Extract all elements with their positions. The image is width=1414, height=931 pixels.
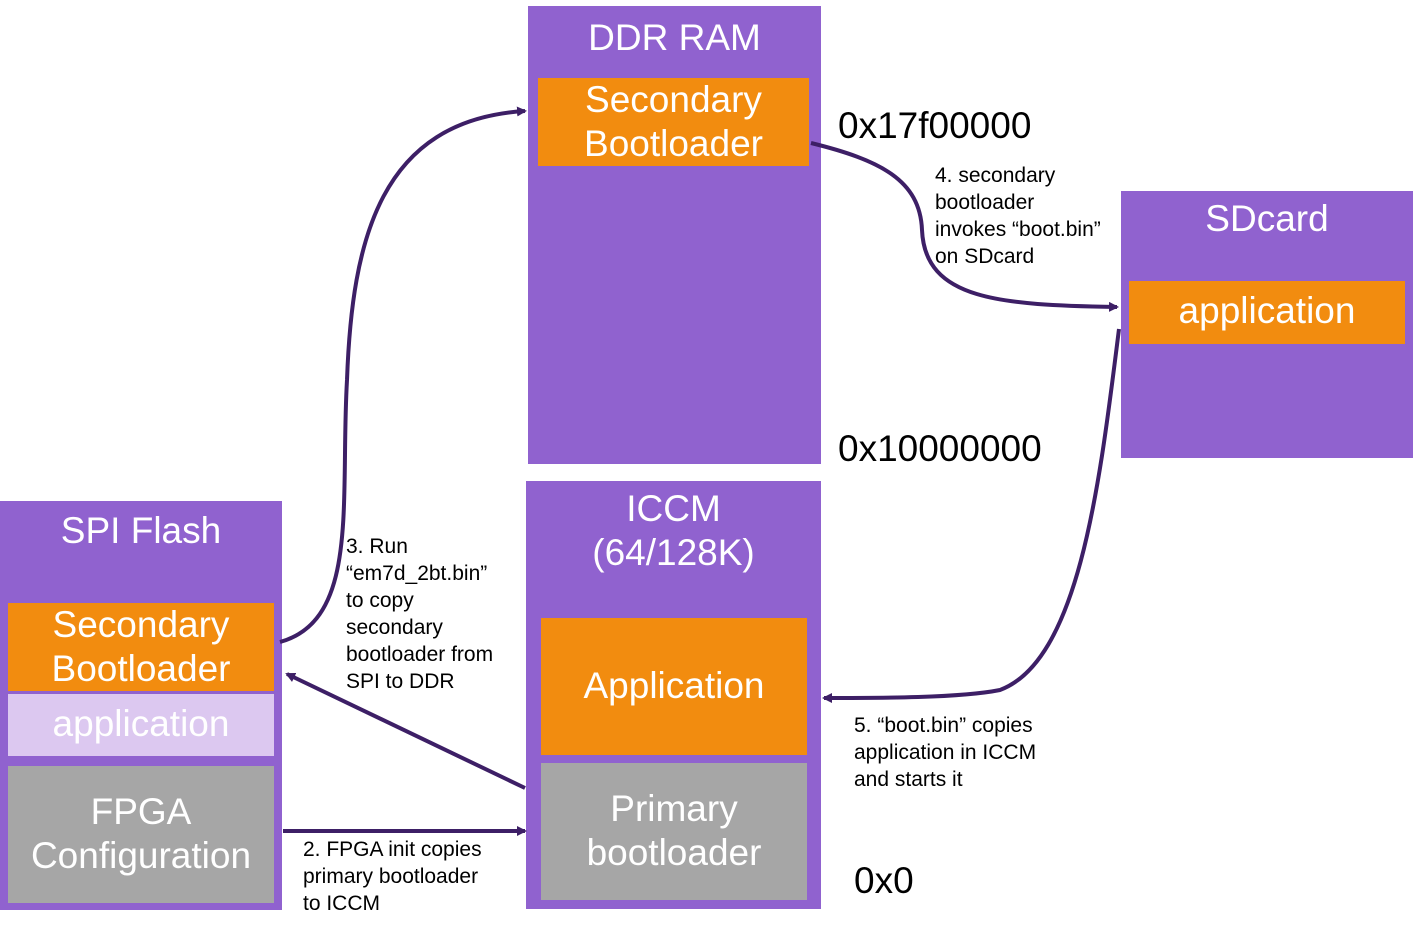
- spi-fpga-configuration-label: FPGA Configuration: [30, 791, 252, 877]
- spi-flash-block: SPI Flash Secondary Bootloader applicati…: [0, 501, 282, 910]
- sdcard-title: SDcard: [1205, 198, 1329, 239]
- ddr-secondary-bootloader: Secondary Bootloader: [538, 78, 809, 166]
- spi-application-label: application: [52, 703, 230, 744]
- address-0x17f00000: 0x17f00000: [838, 105, 1032, 146]
- spi-flash-title: SPI Flash: [60, 510, 222, 551]
- sdcard-block: SDcard application: [1121, 191, 1413, 458]
- step-5-note: 5. “boot.bin” copies application in ICCM…: [854, 714, 1037, 791]
- step-2-note: 2. FPGA init copies primary bootloader t…: [303, 838, 482, 915]
- spi-secondary-bootloader: Secondary Bootloader: [8, 603, 274, 691]
- iccm-primary-bootloader: Primary bootloader: [541, 763, 807, 900]
- arrow-iccm-to-spi: [285, 672, 526, 790]
- spi-fpga-configuration: FPGA Configuration: [8, 766, 274, 903]
- arrow-step-5: [822, 328, 1121, 703]
- arrow-step-4: [810, 141, 1119, 312]
- iccm-primary-bootloader-label: Primary bootloader: [586, 788, 762, 874]
- address-0x0: 0x0: [854, 860, 914, 901]
- ddr-secondary-bootloader-label: Secondary Bootloader: [584, 79, 763, 165]
- ddr-ram-title: DDR RAM: [588, 17, 761, 58]
- step-4-note: 4. secondary bootloader invokes “boot.bi…: [935, 164, 1101, 268]
- ddr-ram-block: DDR RAM Secondary Bootloader: [528, 6, 821, 464]
- spi-application: application: [8, 694, 274, 756]
- spi-secondary-bootloader-label: Secondary Bootloader: [51, 604, 231, 690]
- arrow-step-3: [279, 106, 527, 644]
- sdcard-application-label: application: [1178, 290, 1356, 331]
- sdcard-application: application: [1129, 281, 1405, 344]
- iccm-block: ICCM (64/128K) Application Primary bootl…: [526, 481, 821, 909]
- step-3-note: 3. Run “em7d_2bt.bin” to copy secondary …: [346, 535, 494, 693]
- iccm-title: ICCM (64/128K): [592, 488, 755, 574]
- iccm-application: Application: [541, 618, 807, 755]
- address-0x10000000: 0x10000000: [838, 428, 1042, 469]
- iccm-application-label: Application: [583, 665, 765, 706]
